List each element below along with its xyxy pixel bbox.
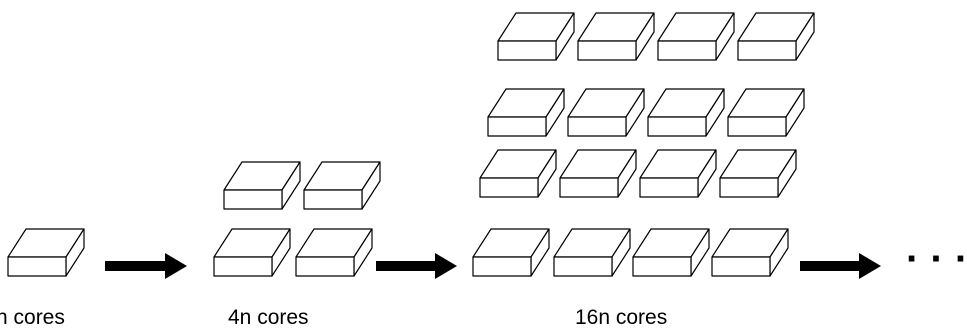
stage-label-n-cores: n cores [0,306,65,329]
core-block [497,12,575,61]
core-block [632,228,710,277]
core-block [639,149,717,198]
core-block [719,149,797,198]
core-block [737,12,815,61]
ellipsis: · · · [906,237,967,281]
arrow-right-icon [800,253,881,279]
core-block [657,12,735,61]
core-block [553,228,631,277]
core-block [303,161,381,210]
core-block [487,88,565,137]
core-block [647,88,725,137]
arrows [105,253,881,279]
core-block [479,149,557,198]
core-block [295,228,373,277]
core-block [213,228,291,277]
core-block [7,228,85,277]
stage-label-16n-cores: 16n cores [575,306,667,329]
core-blocks [7,12,815,277]
core-block [577,12,655,61]
arrow-right-icon [376,253,457,279]
core-block [472,228,550,277]
core-block [711,228,789,277]
core-block [559,149,637,198]
core-block [567,88,645,137]
core-block [223,161,301,210]
arrow-right-icon [105,253,187,279]
core-block [727,88,805,137]
stage-label-4n-cores: 4n cores [228,306,309,329]
